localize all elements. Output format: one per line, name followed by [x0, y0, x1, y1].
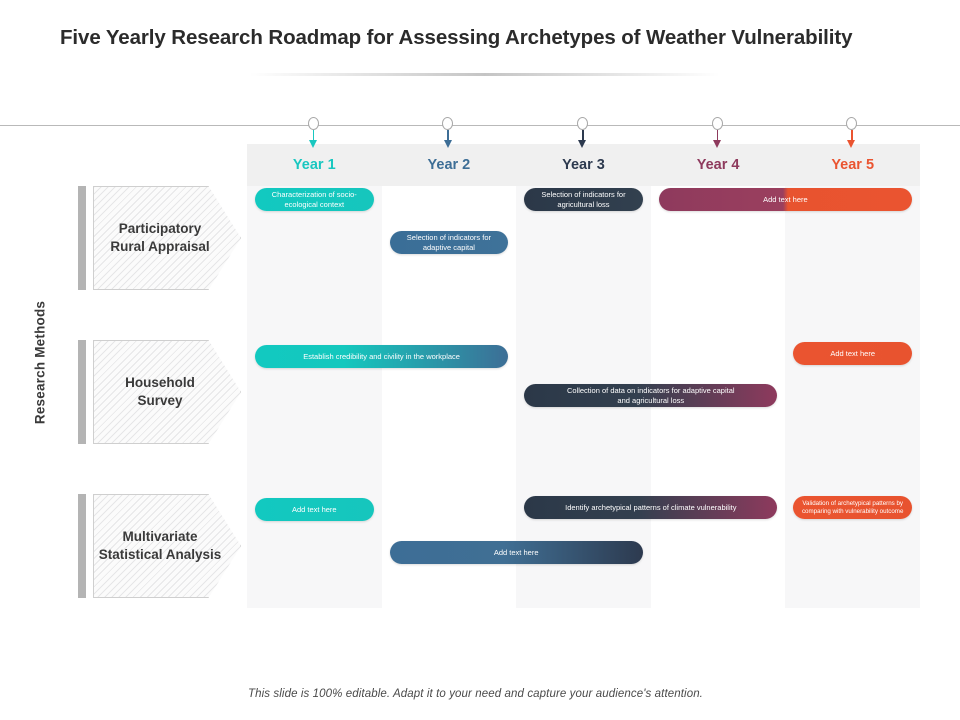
- year-header-3[interactable]: Year 3: [562, 157, 605, 173]
- year-column-band-5: [785, 186, 920, 608]
- arrow-stem: [582, 130, 584, 142]
- page-title: Five Yearly Research Roadmap for Assessi…: [60, 26, 853, 49]
- year-header-4[interactable]: Year 4: [696, 157, 740, 173]
- method-accent-bar-3: [78, 494, 86, 598]
- method-label-3: Multivariate Statistical Analysis: [98, 528, 222, 562]
- task-bar[interactable]: Validation of archetypical patterns by c…: [793, 496, 912, 519]
- task-bar[interactable]: Characterization of socio- ecological co…: [255, 188, 374, 211]
- task-bar[interactable]: Selection of indicators for adaptive cap…: [389, 231, 509, 254]
- task-bar[interactable]: Add text here: [793, 342, 912, 365]
- task-bar[interactable]: Selection of indicators for agricultural…: [524, 188, 643, 211]
- arrow-down-icon: [443, 140, 452, 148]
- circle-marker-icon: [307, 117, 319, 130]
- year-header-band: [247, 144, 920, 186]
- arrow-down-icon: [578, 140, 587, 148]
- year-column-band-2: [381, 186, 517, 608]
- task-bar[interactable]: Add text here: [389, 541, 643, 564]
- task-bar[interactable]: Add text here: [255, 498, 374, 521]
- task-bar[interactable]: Collection of data on indicators for ada…: [524, 384, 778, 407]
- task-bar[interactable]: Identify archetypical patterns of climat…: [524, 496, 778, 519]
- axis-label-research-methods: Research Methods: [32, 300, 48, 425]
- method-accent-bar-1: [78, 186, 86, 290]
- year-header-5[interactable]: Year 5: [831, 157, 875, 173]
- method-label-1: Participatory Rural Appraisal: [110, 220, 210, 254]
- arrow-down-icon: [309, 140, 318, 148]
- arrow-stem: [447, 130, 449, 142]
- year-marker-1: [306, 117, 323, 148]
- method-label-2: Household Survey: [125, 374, 195, 408]
- year-marker-2: [440, 117, 457, 148]
- year-header-1[interactable]: Year 1: [292, 157, 336, 173]
- title-divider: [250, 73, 720, 76]
- task-bar-label: Identify archetypical patterns of climat…: [565, 502, 737, 512]
- task-bar-label: Add text here: [493, 547, 539, 557]
- year-column-band-1: [247, 186, 382, 608]
- year-header-2[interactable]: Year 2: [427, 157, 471, 173]
- method-shape-1[interactable]: Participatory Rural Appraisal: [93, 186, 241, 290]
- timeline-axis-line: [0, 125, 960, 126]
- year-marker-3: [575, 117, 592, 148]
- arrow-down-icon: [712, 140, 721, 148]
- circle-marker-icon: [711, 117, 723, 130]
- arrow-stem: [851, 130, 853, 142]
- circle-marker-icon: [577, 117, 588, 130]
- task-bar-label: Selection of indicators for agricultural…: [541, 190, 626, 209]
- task-bar-label: Add text here: [763, 194, 808, 204]
- arrow-stem: [312, 130, 315, 142]
- task-bar-label: Establish credibility and civility in th…: [303, 351, 460, 361]
- task-bar-label: Add text here: [830, 348, 875, 358]
- task-bar-label: Collection of data on indicators for ada…: [566, 386, 735, 405]
- circle-marker-icon: [442, 117, 454, 130]
- year-marker-5: [844, 117, 861, 148]
- task-bar-label: Characterization of socio- ecological co…: [271, 190, 357, 209]
- task-bar-label: Add text here: [291, 504, 337, 514]
- task-bar-label: Selection of indicators for adaptive cap…: [406, 233, 491, 252]
- task-bar[interactable]: Establish credibility and civility in th…: [255, 345, 509, 368]
- task-bar-label: Validation of archetypical patterns by c…: [801, 499, 904, 515]
- arrow-down-icon: [847, 140, 856, 148]
- year-marker-4: [710, 117, 727, 148]
- circle-marker-icon: [846, 117, 858, 130]
- method-accent-bar-2: [78, 340, 86, 444]
- method-shape-2[interactable]: Household Survey: [93, 340, 241, 444]
- arrow-stem: [716, 130, 719, 142]
- method-shape-3[interactable]: Multivariate Statistical Analysis: [93, 494, 241, 598]
- task-bar[interactable]: Add text here: [658, 188, 912, 211]
- footer-note: This slide is 100% editable. Adapt it to…: [248, 688, 703, 700]
